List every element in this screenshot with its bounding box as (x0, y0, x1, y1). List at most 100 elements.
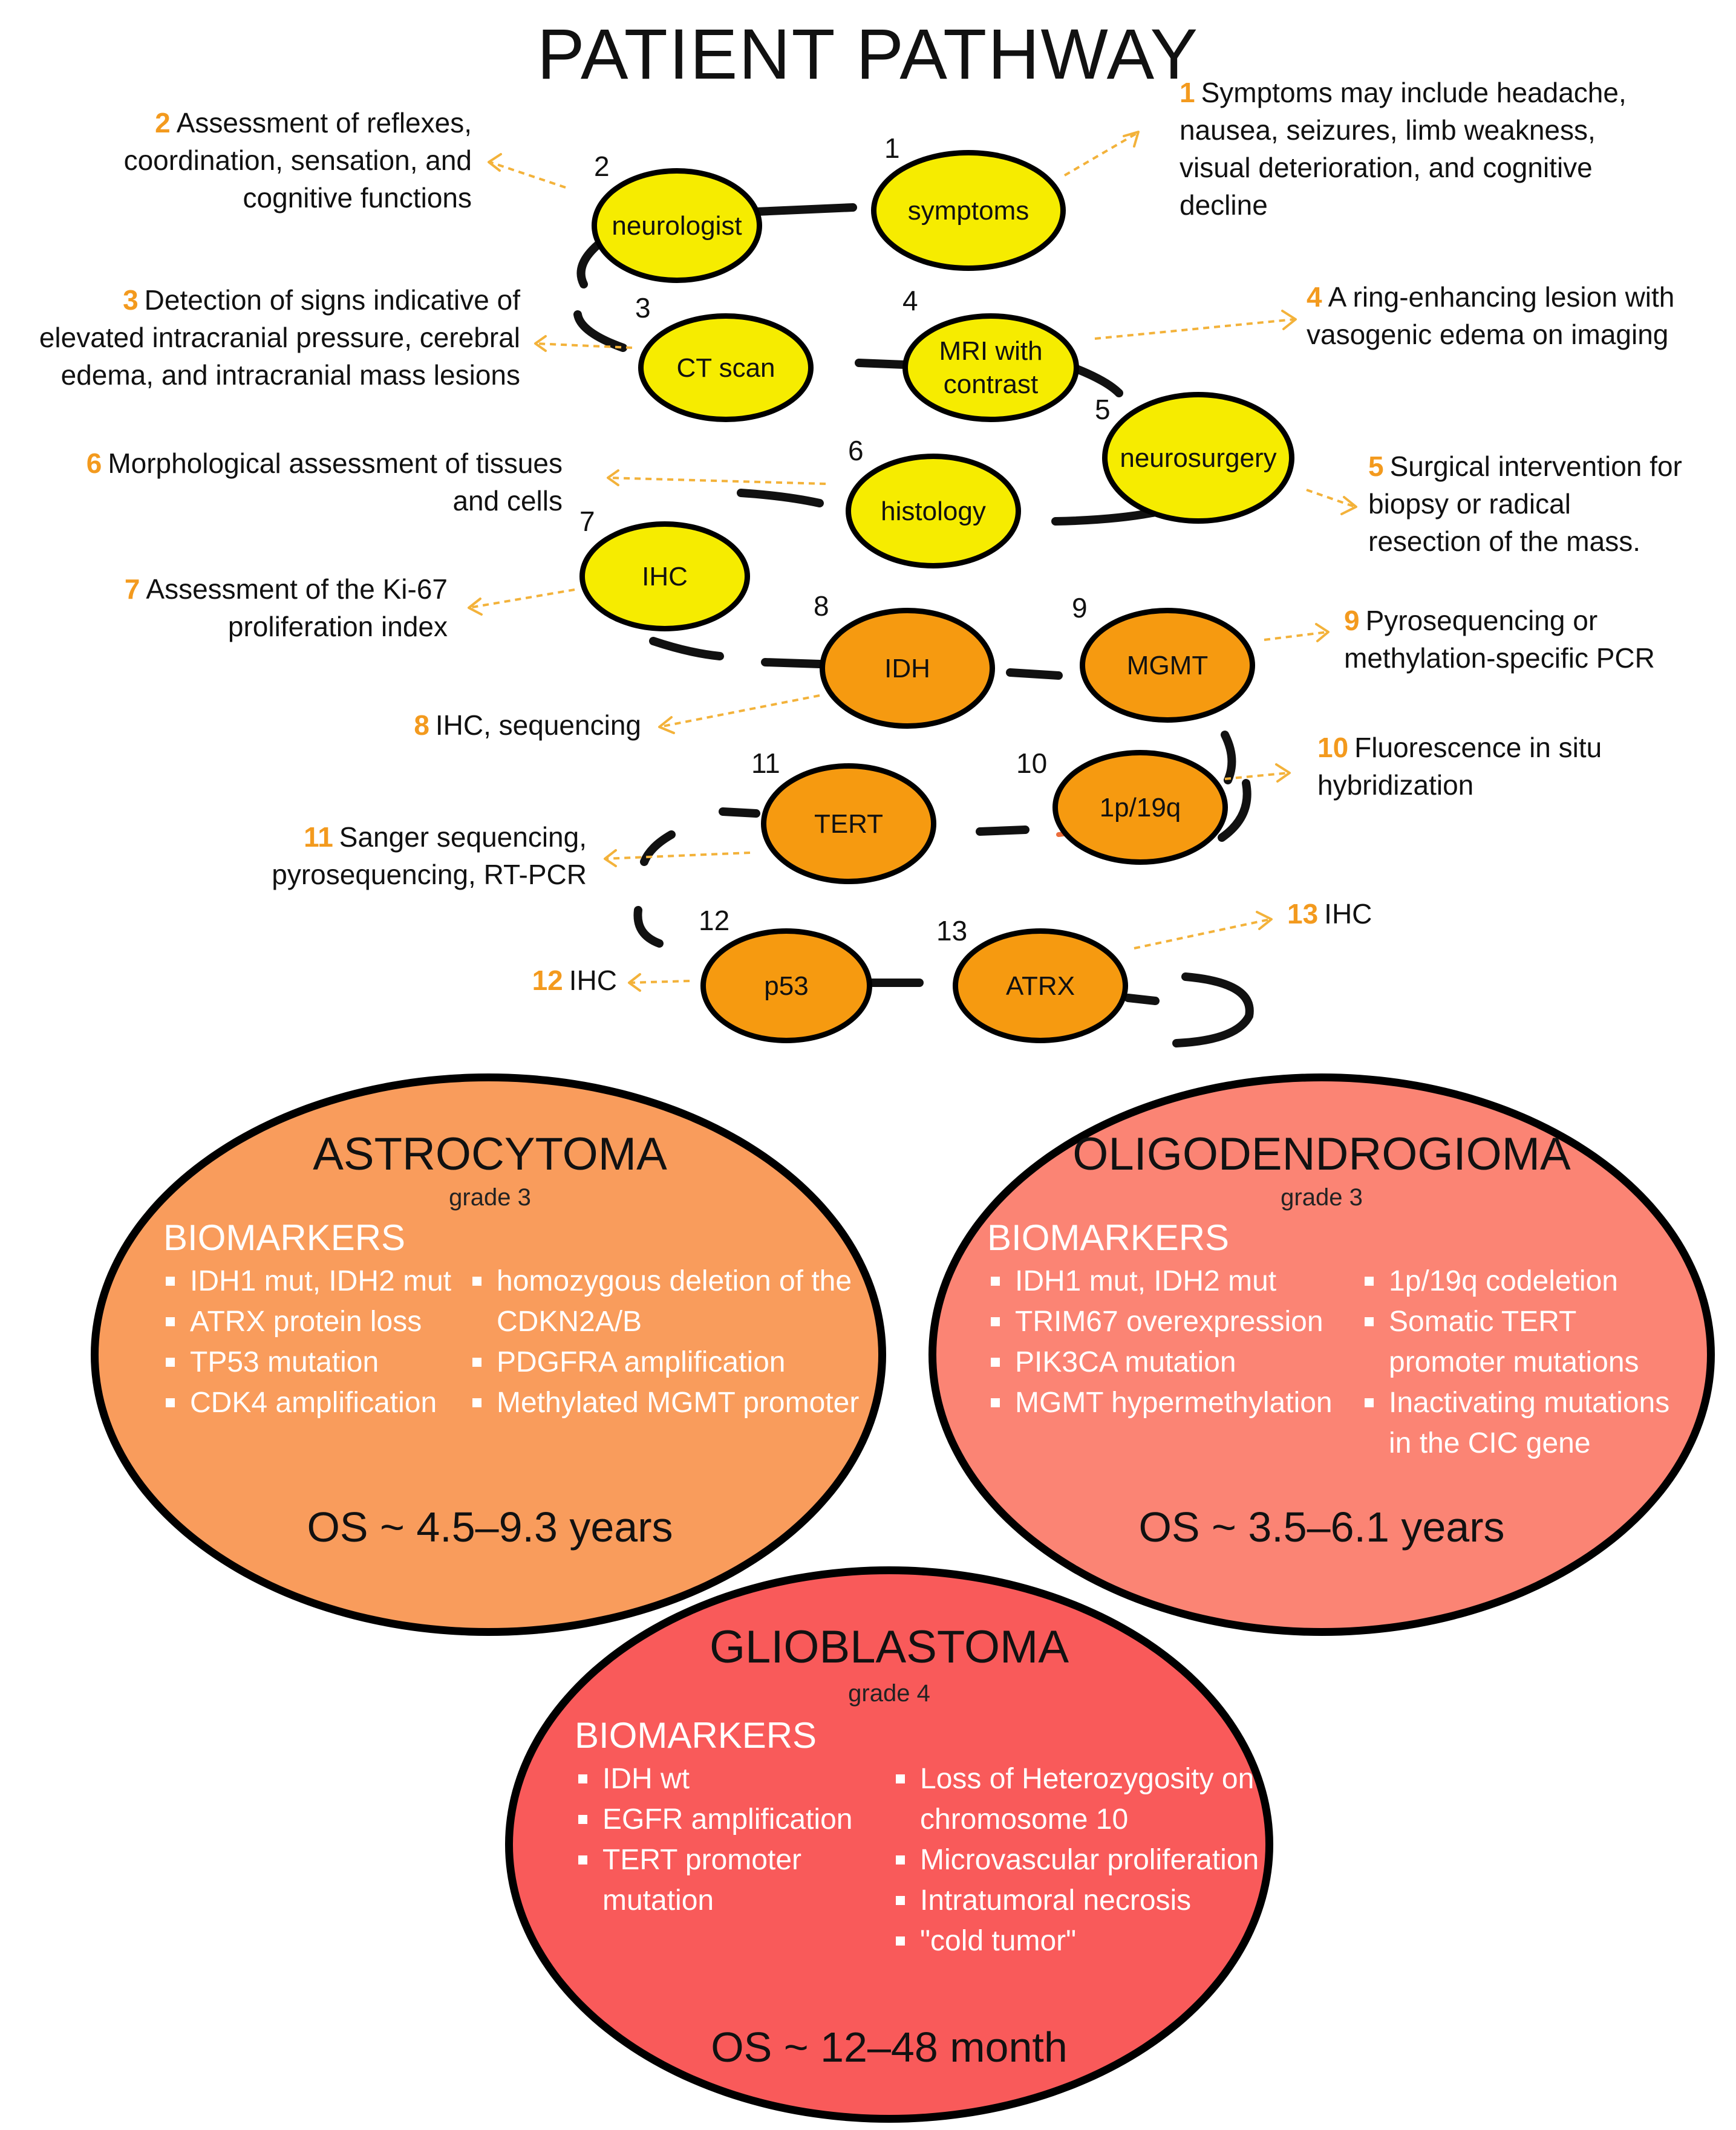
step-number: 11 (751, 747, 780, 779)
node-label: IDH (884, 653, 930, 683)
step-number: 10 (1016, 747, 1048, 779)
note-number: 12 (532, 965, 563, 996)
oligodendroglioma-os: OS ~ 3.5–6.1 years (1138, 1503, 1505, 1551)
astrocytoma-os: OS ~ 4.5–9.3 years (307, 1503, 673, 1551)
note-text: Detection of signs indicative of elevate… (39, 284, 520, 391)
oligodendroglioma-grade: grade 3 (1281, 1184, 1363, 1211)
node-label: MRI with contrast (939, 336, 1043, 399)
node-label: IHC (642, 561, 688, 591)
connector-3-4 (855, 359, 909, 369)
step-number: 6 (848, 435, 864, 466)
node-atrx: ATRX (953, 928, 1128, 1043)
node-p53: p53 (700, 928, 872, 1043)
note-number: 11 (304, 821, 333, 853)
biomarker-item: Somatic TERT promoter mutations (1361, 1301, 1700, 1383)
biomarker-item: MGMT hypermethylation (987, 1383, 1362, 1423)
step-number: 3 (635, 292, 651, 324)
biomarker-item: Methylated MGMT promoter (469, 1383, 868, 1423)
connector-1-2 (752, 203, 857, 216)
note-text: Symptoms may include headache, nausea, s… (1180, 77, 1627, 221)
connector-10-11 (976, 826, 1030, 836)
node-label: neurologist (612, 210, 742, 241)
connector-7-8 (649, 637, 824, 668)
glioblastoma-grade: grade 4 (848, 1680, 930, 1707)
step-number: 4 (902, 285, 918, 316)
connector-4-5 (1072, 365, 1123, 397)
step-number: 8 (814, 590, 829, 622)
arrow-note-11 (604, 852, 751, 860)
astrocytoma-biomarkers-col2: homozygous deletion of the CDKN2A/B PDGF… (469, 1261, 868, 1423)
node-label: ATRX (1005, 971, 1075, 1001)
page-title: PATIENT PATHWAY (537, 15, 1199, 94)
step-number: 5 (1095, 394, 1111, 425)
note-number: 2 (155, 107, 171, 138)
astrocytoma-biomarkers-label: BIOMARKERS (163, 1217, 406, 1258)
connector-8-9 (1006, 668, 1063, 680)
biomarker-item: IDH wt (575, 1759, 889, 1799)
node-label: p53 (764, 971, 809, 1001)
arrow-note-12 (628, 980, 690, 984)
biomarker-item: IDH1 mut, IDH2 mut (162, 1261, 471, 1301)
node-ct-scan: CT scan (638, 313, 814, 422)
biomarker-item: Intratumoral necrosis (892, 1880, 1261, 1921)
note-number: 8 (414, 709, 429, 741)
note-number: 13 (1287, 898, 1319, 930)
note-number: 9 (1344, 605, 1360, 636)
step-number: 9 (1072, 592, 1088, 624)
node-histology: histology (846, 454, 1021, 568)
arrow-note-8 (659, 694, 820, 728)
note-number: 7 (124, 573, 140, 605)
note-number: 1 (1180, 77, 1195, 108)
glioblastoma-ellipse (505, 1566, 1273, 2123)
oligodendroglioma-biomarkers-label: BIOMARKERS (987, 1217, 1230, 1258)
node-neurosurgery: neurosurgery (1102, 392, 1294, 524)
note-text: Morphological assessment of tissues and … (108, 448, 563, 517)
note-text: Assessment of the Ki-67 proliferation in… (146, 573, 448, 643)
arrow-note-9 (1264, 631, 1328, 641)
note-text: Fluorescence in situ hybridization (1317, 732, 1602, 801)
biomarker-item: "cold tumor" (892, 1921, 1261, 1961)
connector-9-10 (1218, 731, 1251, 842)
node-label: symptoms (907, 195, 1030, 226)
node-label: CT scan (676, 353, 775, 383)
biomarker-item: Microvascular proliferation (892, 1840, 1261, 1880)
arrow-note-4 (1094, 318, 1295, 340)
oligodendroglioma-ellipse (928, 1073, 1715, 1636)
arrow-note-2 (489, 161, 566, 189)
node-label: neurosurgery (1120, 443, 1277, 473)
oligodendroglioma-biomarkers-col1: IDH1 mut, IDH2 mut TRIM67 overexpression… (987, 1261, 1362, 1423)
node-label: 1p/19q (1099, 792, 1181, 822)
biomarker-item: TERT promoter mutation (575, 1840, 889, 1921)
note-text: Sanger sequencing, pyrosequencing, RT-PC… (272, 821, 587, 891)
glioblastoma-biomarkers-col1: IDH wt EGFR amplification TERT promoter … (575, 1759, 889, 1921)
step-number: 13 (936, 915, 968, 946)
note-number: 10 (1317, 732, 1349, 763)
note-text: IHC, sequencing (435, 709, 641, 741)
note-text: Assessment of reflexes, coordination, se… (123, 107, 472, 214)
biomarker-item: PIK3CA mutation (987, 1342, 1362, 1383)
note-text: IHC (569, 965, 617, 996)
arrow-note-7 (468, 588, 575, 609)
node-label: MGMT (1126, 650, 1209, 680)
biomarker-item: Inactivating mutations in the CIC gene (1361, 1383, 1700, 1464)
step-number: 1 (884, 132, 900, 164)
note-text: Surgical intervention for biopsy or radi… (1368, 451, 1682, 558)
connector-13-end (1124, 972, 1254, 1047)
note-number: 6 (86, 448, 102, 479)
node-mgmt: MGMT (1080, 608, 1255, 723)
connector-11-12 (633, 807, 760, 948)
note-text: Pyrosequencing or methylation-specific P… (1344, 605, 1655, 674)
arrow-note-6 (607, 477, 826, 485)
arrow-note-5 (1306, 489, 1356, 508)
